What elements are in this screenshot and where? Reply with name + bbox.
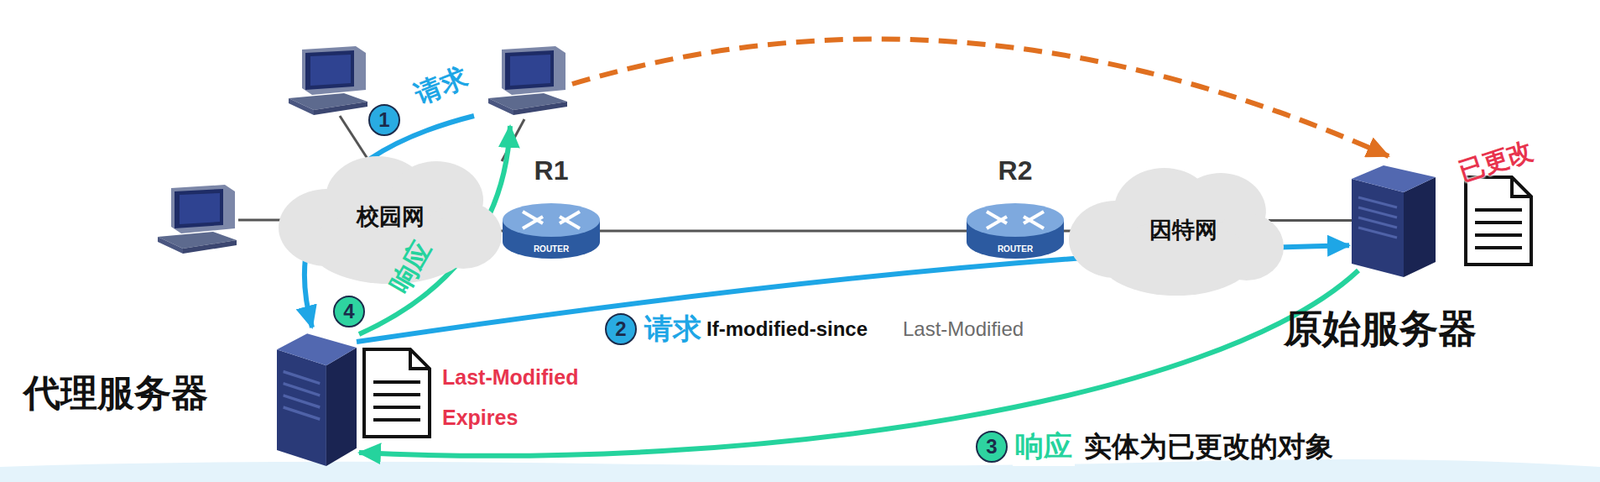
ground-band <box>0 458 1600 482</box>
pc-icon <box>157 184 237 254</box>
document-icon <box>1463 174 1534 267</box>
network-node: 原始服务器 <box>1275 163 1486 350</box>
network-name: 因特网 <box>1149 214 1218 245</box>
router-name: R2 <box>998 155 1033 187</box>
callout-number: 2 <box>604 312 637 345</box>
server-icon <box>276 331 357 466</box>
server-icon <box>1351 163 1436 277</box>
router-caption: ROUTER <box>997 244 1033 254</box>
server-label: 原始服务器 <box>1283 302 1477 355</box>
edge-label: 请求 <box>641 309 704 349</box>
network-node: 因特网 <box>1067 159 1286 298</box>
edge-connector <box>359 270 1359 456</box>
pc-icon <box>288 46 368 115</box>
note-text: 请求 <box>409 59 474 115</box>
note-text: 实体为已更改的对象 <box>1084 427 1334 466</box>
router-caption: ROUTER <box>533 244 569 254</box>
network-node: R2ROUTER <box>964 155 1066 261</box>
pc-icon <box>488 46 568 115</box>
pc-wire <box>339 115 370 162</box>
direct-request-arrow <box>572 38 1389 157</box>
header-field: Last-Modified <box>442 364 579 390</box>
network-node: Last-ModifiedExpires <box>361 346 586 443</box>
callout-number: 3 <box>975 430 1008 463</box>
note-text: If-modified-since <box>706 317 868 341</box>
document-icon <box>361 346 433 439</box>
network-name: 校园网 <box>356 201 425 232</box>
callout-number: 4 <box>333 295 365 328</box>
server-label: 代理服务器 <box>23 368 209 418</box>
edge-label: 响应 <box>1012 427 1075 466</box>
network-node: 已更改 <box>1461 156 1538 270</box>
callout-number: 1 <box>368 104 401 136</box>
edge-connector <box>584 229 982 233</box>
header-field: Expires <box>442 405 518 430</box>
note-text: Last-Modified <box>902 317 1024 341</box>
router-name: R1 <box>534 155 569 187</box>
network-node: 代理服务器 <box>23 331 357 466</box>
network-node: R1ROUTER <box>500 155 602 261</box>
